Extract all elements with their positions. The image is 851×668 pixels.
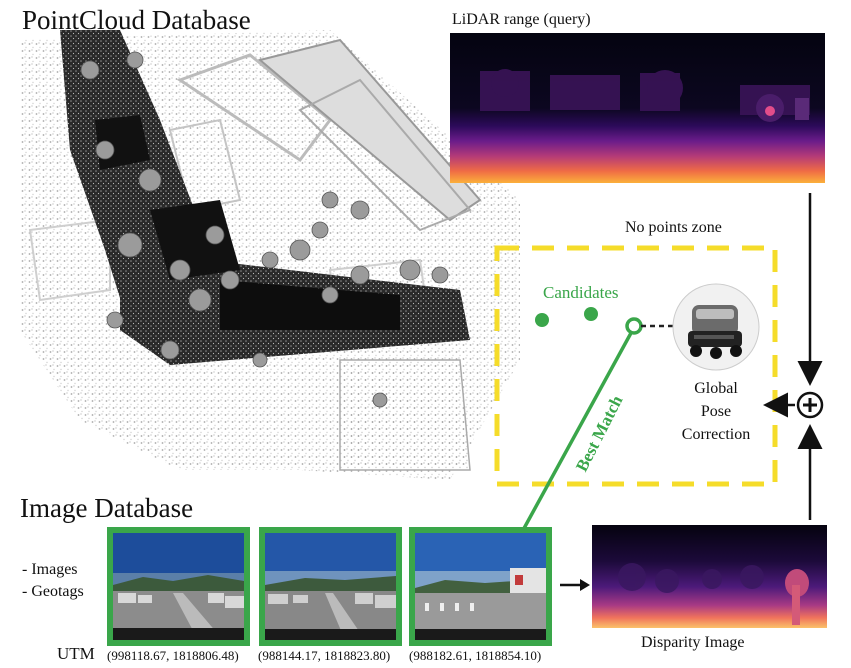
best-match-line — [520, 332, 633, 533]
pointcloud-map — [20, 30, 520, 480]
bullet-item: - Images — [22, 561, 78, 578]
candidate-point — [584, 307, 598, 321]
bullet-item: - Geotags — [22, 583, 84, 600]
lidar-title: LiDAR range (query) — [452, 11, 591, 28]
database-image — [107, 527, 250, 646]
utm-value: (998118.67, 1818806.48) — [107, 648, 239, 663]
database-image — [409, 527, 552, 646]
lidar-range-image — [450, 33, 825, 183]
candidates-label: Candidates — [543, 283, 619, 302]
image-to-disparity-arrow — [560, 579, 590, 591]
best-candidate-point — [625, 317, 643, 335]
plus-circle-icon — [796, 391, 824, 419]
robot-icon — [672, 283, 760, 371]
flow-arrows — [763, 193, 824, 520]
utm-value: (988144.17, 1818823.80) — [258, 648, 391, 663]
pointcloud-title: PointCloud Database — [22, 5, 251, 35]
utm-value: (988182.61, 1818854.10) — [409, 648, 542, 663]
candidates-overlay — [520, 307, 676, 533]
no-points-zone-box — [494, 245, 778, 487]
global-pose-correction-label: Global Pose Correction — [666, 377, 766, 446]
image-db-bullets: - Images - Geotags — [22, 559, 84, 603]
gpc-line: Global — [694, 380, 738, 397]
gpc-line: Correction — [681, 426, 751, 443]
disparity-image — [592, 525, 827, 628]
disparity-label: Disparity Image — [641, 634, 745, 651]
image-db-title: Image Database — [20, 493, 194, 523]
candidate-point — [535, 313, 549, 327]
gpc-line: Pose — [700, 403, 732, 420]
utm-label: UTM — [57, 644, 95, 663]
no-points-zone-label: No points zone — [625, 219, 722, 236]
database-image — [259, 527, 402, 646]
